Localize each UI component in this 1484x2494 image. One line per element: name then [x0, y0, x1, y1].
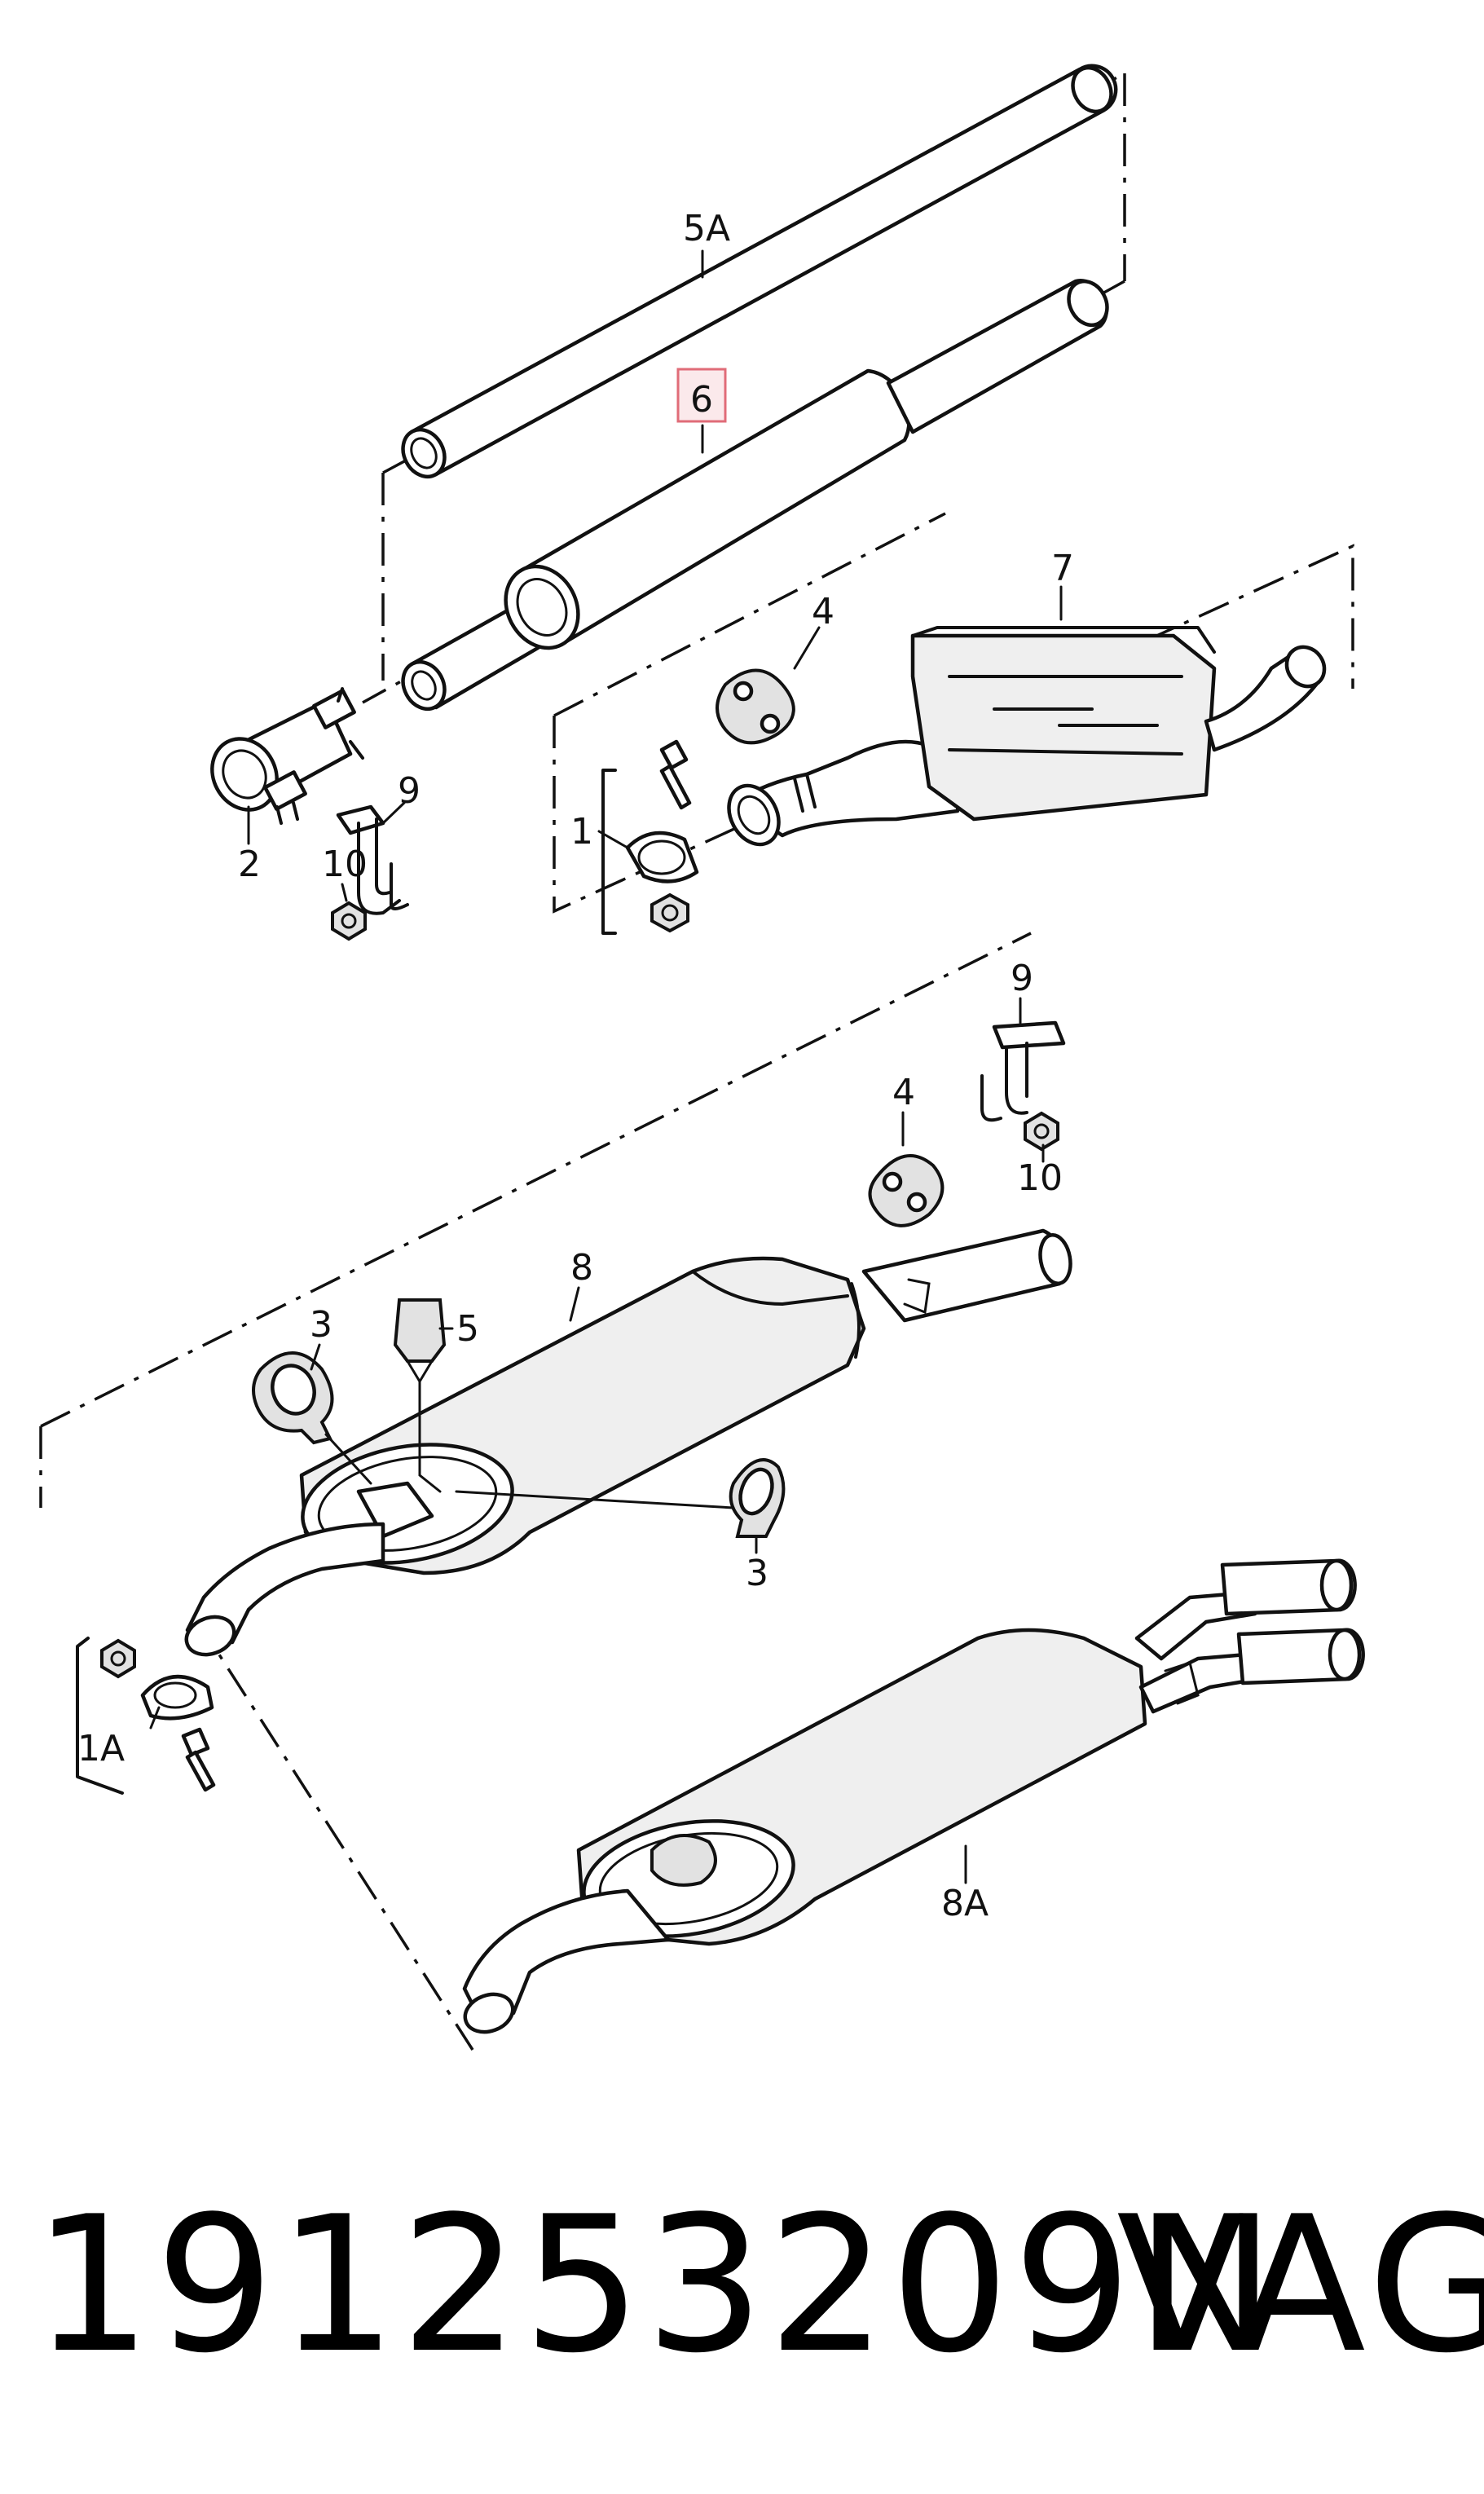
part-5A-pipe[interactable] — [395, 61, 1119, 484]
part-9-bracket-mid[interactable] — [980, 1020, 1066, 1122]
highlight-box-part-6 — [676, 368, 727, 423]
label-1[interactable]: 1 — [570, 811, 593, 853]
label-8[interactable]: 8 — [570, 1247, 593, 1289]
label-10-top[interactable]: 10 — [322, 844, 368, 885]
label-4-top[interactable]: 4 — [812, 591, 834, 632]
label-10-mid[interactable]: 10 — [1017, 1157, 1063, 1199]
label-6[interactable]: 6 — [690, 379, 713, 421]
part-3-gasket-left[interactable] — [252, 1351, 334, 1445]
part-7-front-muffler[interactable] — [719, 626, 1332, 853]
part-3-gasket-right[interactable] — [729, 1458, 786, 1538]
label-4-mid[interactable]: 4 — [892, 1072, 915, 1113]
part-number-text: 191253209N — [33, 2177, 1279, 2395]
part-5-rubber-plug[interactable] — [393, 1298, 447, 1384]
part-6-center-silencer[interactable] — [395, 275, 1115, 716]
label-2[interactable]: 2 — [238, 844, 261, 885]
part-4-rubber-mount-top[interactable] — [716, 668, 795, 745]
label-3-right[interactable]: 3 — [746, 1553, 768, 1594]
label-9-mid[interactable]: 9 — [1011, 958, 1033, 999]
part-4-rubber-mount-mid[interactable] — [868, 1154, 945, 1227]
part-1-clamp-set[interactable] — [601, 739, 699, 935]
brand-text: VAG — [1116, 2177, 1484, 2395]
label-5A[interactable]: 5A — [683, 208, 730, 249]
label-8A[interactable]: 8A — [941, 1883, 989, 1924]
part-10-nut-mid[interactable] — [1024, 1111, 1059, 1152]
part-1A-clamp-set[interactable] — [76, 1637, 216, 1795]
part-2-clamp[interactable] — [200, 687, 364, 825]
label-5[interactable]: 5 — [456, 1308, 479, 1350]
label-9-top[interactable]: 9 — [398, 770, 421, 812]
part-10-nut-top[interactable] — [331, 901, 367, 941]
label-1A[interactable]: 1A — [77, 1728, 125, 1769]
label-7[interactable]: 7 — [1051, 548, 1074, 589]
part-8A-rear-muffler-twin[interactable] — [460, 1558, 1365, 2038]
part-8-rear-muffler[interactable] — [181, 1228, 1074, 1661]
label-3-left[interactable]: 3 — [310, 1304, 332, 1346]
leader-lines — [149, 249, 1063, 1884]
